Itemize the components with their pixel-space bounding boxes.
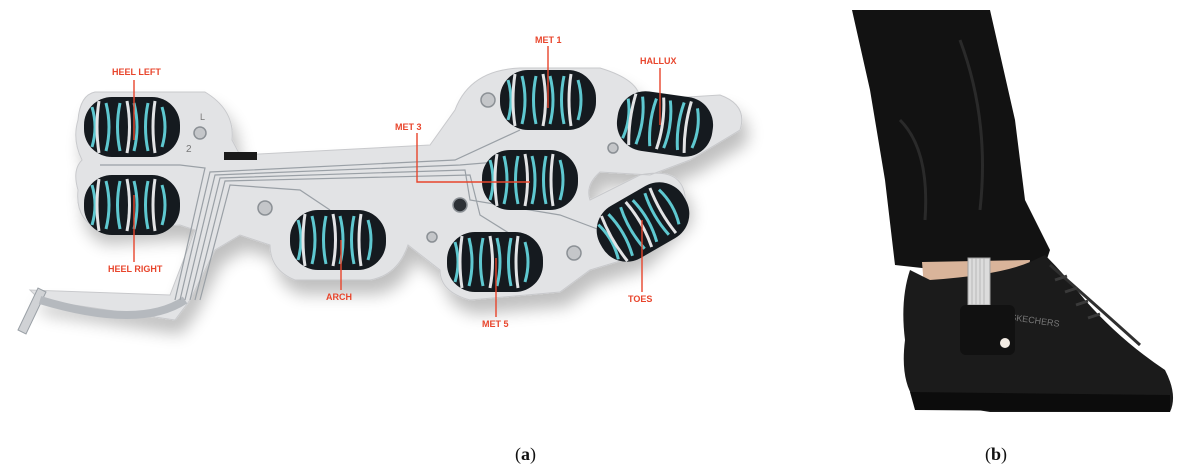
- label-heel-right: HEEL RIGHT: [108, 264, 163, 274]
- sensor-pad-met3: [482, 150, 578, 210]
- label-met5: MET 5: [482, 319, 509, 329]
- label-heel-left: HEEL LEFT: [112, 67, 161, 77]
- insole-sensor-diagram: 2 L HEEL LEFT HEEL RIGHT MET 1 HALLUX ME…: [0, 0, 820, 440]
- caption-a: (a): [515, 444, 536, 465]
- caption-b: (b): [985, 444, 1007, 465]
- label-met1: MET 1: [535, 35, 562, 45]
- pcb-mark-2: 2: [186, 144, 192, 155]
- label-met3: MET 3: [395, 122, 422, 132]
- sensor-pad-met5: [447, 232, 543, 292]
- sensor-pad-heel-right: [84, 175, 180, 235]
- module-button: [1000, 338, 1010, 348]
- ribbon-cable: [968, 258, 990, 305]
- trouser-leg: [852, 10, 1050, 270]
- pcb-mark-l: L: [200, 112, 205, 122]
- connector-bar: [224, 152, 257, 160]
- sensor-pad-arch: [290, 210, 386, 270]
- shoe-photo: SKECHERS: [840, 0, 1180, 440]
- label-toes: TOES: [628, 294, 652, 304]
- label-arch: ARCH: [326, 292, 352, 302]
- sensor-pad-heel-left: [84, 97, 180, 157]
- label-hallux: HALLUX: [640, 56, 677, 66]
